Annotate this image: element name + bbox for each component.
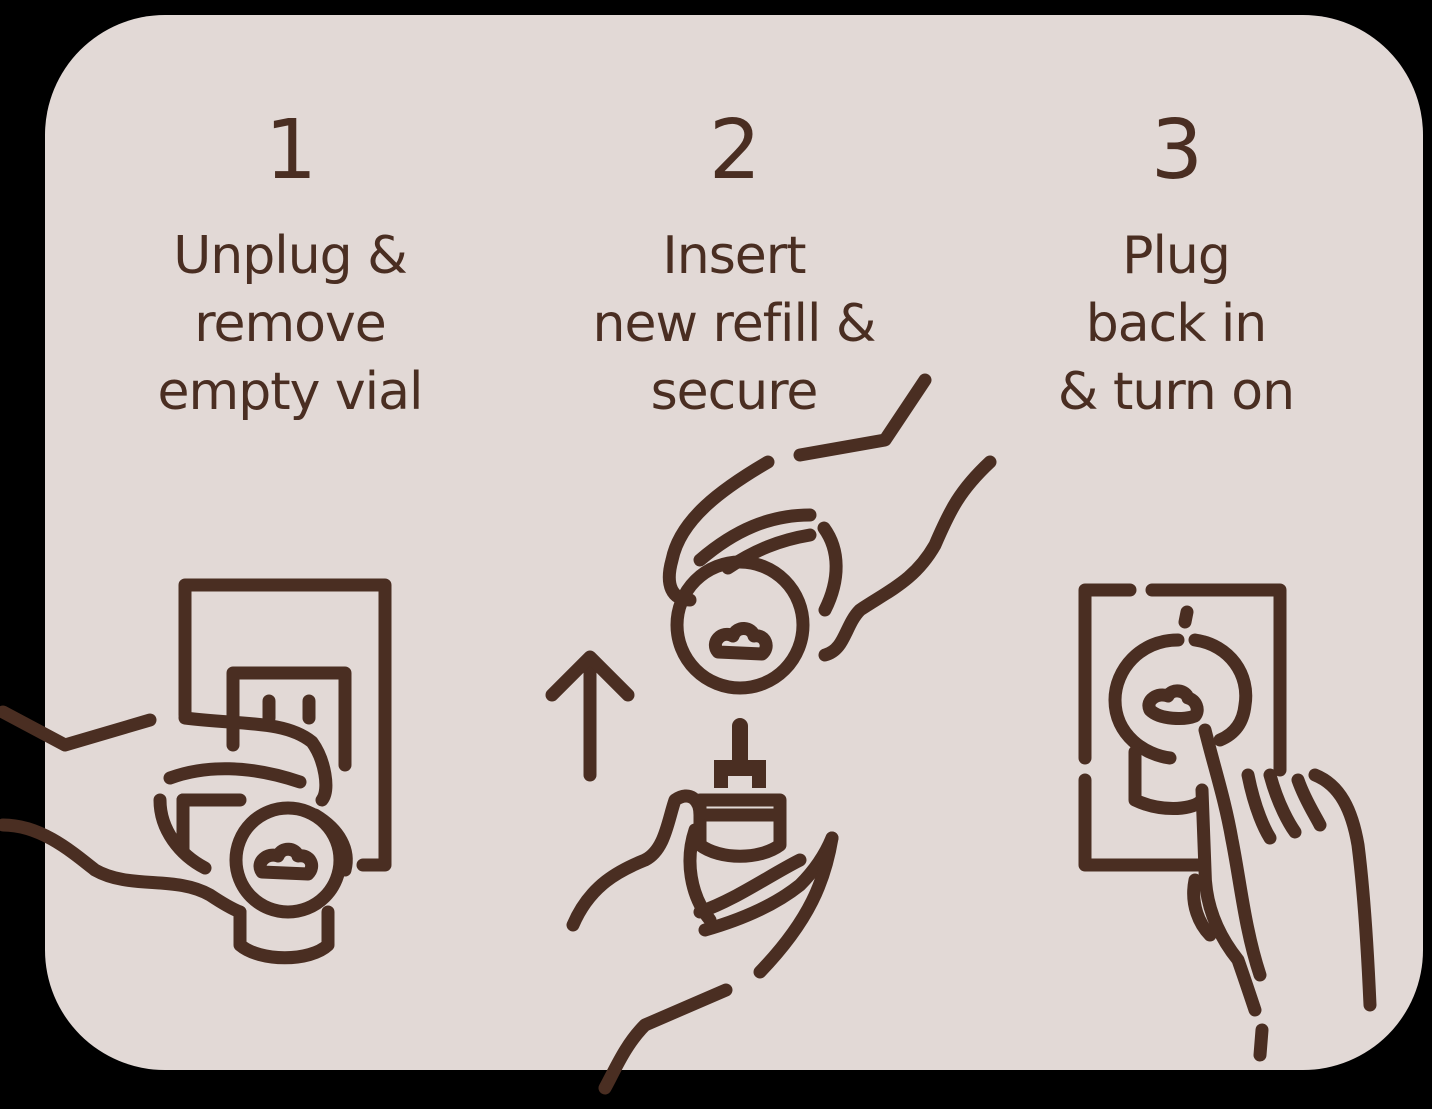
cloud-emblem-icon [1142,684,1204,725]
step-3-label: Plug back in & turn on [966,222,1386,426]
step-3-line-1: Plug [1122,226,1231,286]
outlet-icon [226,666,352,772]
step-3-line-2: back in [1085,294,1268,354]
step-3-line-3: & turn on [1057,362,1295,422]
step-1-label: Unplug & remove empty vial [80,222,500,426]
step-1-line-3: empty vial [157,362,424,422]
diffuser-ring-icon [1108,633,1185,765]
step-2-line-3: secure [650,362,819,422]
step-1-line-2: remove [194,294,386,354]
step-2-line-1: Insert [662,226,806,286]
step-3-number: 3 [1150,103,1203,198]
hands-inserting-refill-vial-icon [545,373,997,1095]
refill-vial-icon [693,718,787,863]
arrow-up-icon [545,650,635,782]
cloud-emblem-icon [253,842,319,881]
cloud-emblem-icon [708,622,773,661]
wall-plate-icon [1078,583,1137,765]
hand-unplugging-diffuser-from-outlet-icon [0,578,392,965]
finger-pressing-diffuser-power-icon [1078,583,1377,1062]
wall-plate-icon [178,578,392,872]
step-1-number: 1 [264,103,317,198]
step-2-line-2: new refill & [592,294,877,354]
step-2-label: Insert new refill & secure [524,222,944,426]
step-1-line-1: Unplug & [173,226,408,286]
step-2-number: 2 [708,103,761,198]
